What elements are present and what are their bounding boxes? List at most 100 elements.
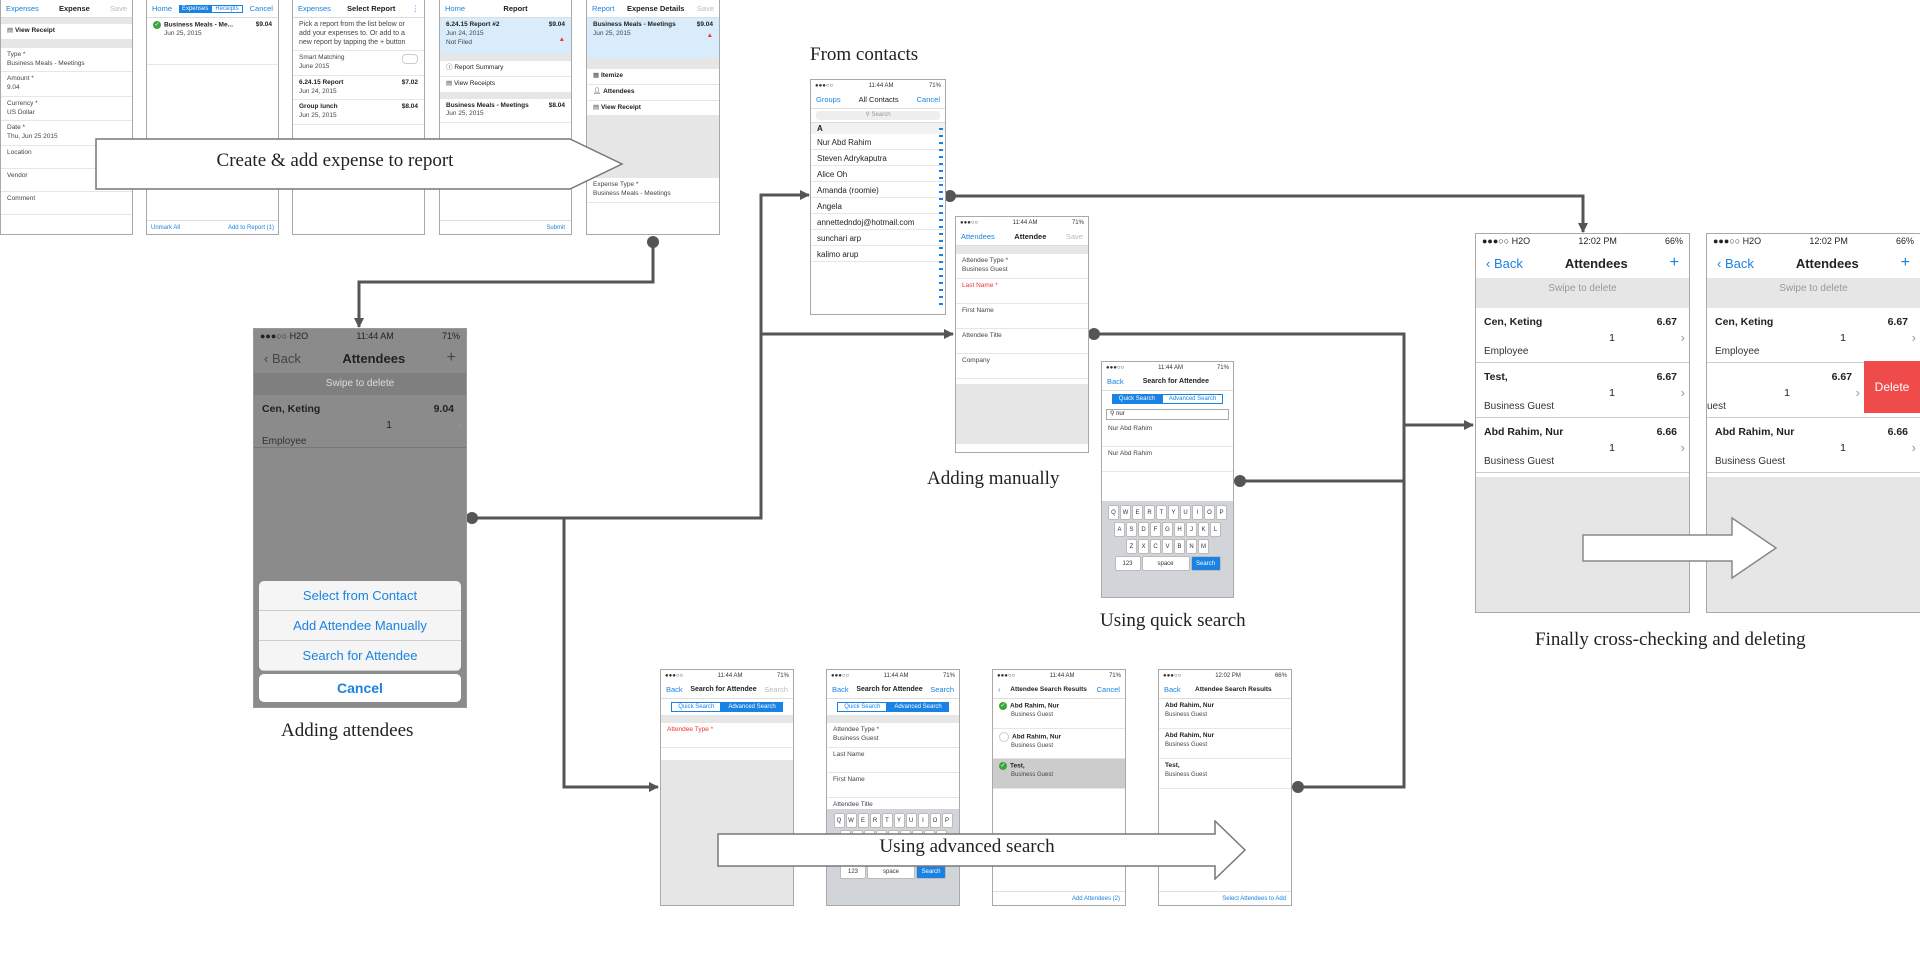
key[interactable]: T — [881, 813, 893, 828]
key[interactable]: X — [1138, 539, 1149, 554]
key[interactable]: Q — [1108, 505, 1119, 520]
more-icon[interactable]: ⋮ — [411, 4, 419, 13]
add-icon[interactable]: + — [1900, 254, 1910, 271]
add-icon[interactable]: + — [446, 349, 456, 366]
back-button[interactable]: ‹ Back — [264, 350, 301, 366]
key[interactable]: T — [1156, 505, 1167, 520]
contact-row[interactable]: Amanda (roomie) — [811, 182, 945, 198]
chevron-right-icon: › — [1911, 440, 1916, 455]
caption-from-contacts: From contacts — [810, 44, 919, 65]
key[interactable]: P — [941, 813, 953, 828]
key[interactable]: A — [1114, 522, 1125, 537]
contact-row[interactable]: sunchari arp — [811, 230, 945, 246]
key[interactable]: B — [1174, 539, 1185, 554]
back-button[interactable]: ‹ Back — [1486, 255, 1523, 271]
contact-row[interactable]: Steven Adrykaputra — [811, 150, 945, 166]
chevron-right-icon: › — [1680, 440, 1685, 455]
key[interactable]: J — [1186, 522, 1197, 537]
key[interactable]: G — [1162, 522, 1173, 537]
key[interactable]: O — [929, 813, 941, 828]
contact-row[interactable]: kalimo arup — [811, 246, 945, 262]
action-button[interactable]: Search for Attendee — [259, 641, 461, 671]
action-button[interactable]: Select from Contact — [259, 581, 461, 611]
key[interactable]: W — [845, 813, 857, 828]
caption-finally: Finally cross-checking and deleting — [1535, 629, 1806, 650]
banner-advanced-search-text: Using advanced search — [879, 836, 1055, 857]
connector-manual-to-final — [1094, 332, 1406, 789]
receipt-icon: ▤ — [446, 79, 454, 87]
key[interactable]: L — [1210, 522, 1221, 537]
contact-row[interactable]: Alice Oh — [811, 166, 945, 182]
caption-adding-manually: Adding manually — [927, 468, 1060, 489]
key[interactable]: N — [1186, 539, 1197, 554]
key[interactable]: U — [1180, 505, 1191, 520]
key[interactable]: Q — [833, 813, 845, 828]
caption-quick-search: Using quick search — [1100, 610, 1246, 631]
add-icon[interactable]: + — [1669, 254, 1679, 271]
back-button[interactable]: ‹ Back — [1717, 255, 1754, 271]
key[interactable]: C — [1150, 539, 1161, 554]
delete-button[interactable]: Delete — [1864, 361, 1920, 413]
key[interactable]: I — [917, 813, 929, 828]
result-row[interactable]: ✓Test,Business Guest — [993, 759, 1125, 789]
key[interactable]: F — [1150, 522, 1161, 537]
banner-create-add — [95, 138, 624, 190]
key[interactable]: O — [1204, 505, 1215, 520]
connector-to-advanced — [562, 518, 659, 792]
receipt-icon: ▤ — [593, 103, 601, 111]
key[interactable]: K — [1198, 522, 1209, 537]
connector-details-to-attendees — [354, 242, 655, 328]
key[interactable]: E — [857, 813, 869, 828]
quick-search-input[interactable]: ⚲ nur — [1106, 409, 1229, 420]
chevron-right-icon: › — [1855, 385, 1860, 400]
itemize-icon: ▦ — [593, 72, 601, 79]
key[interactable]: H — [1174, 522, 1185, 537]
key[interactable]: Y — [1168, 505, 1179, 520]
banner-next-arrow — [1582, 517, 1778, 579]
key[interactable]: R — [1144, 505, 1155, 520]
key[interactable]: V — [1162, 539, 1173, 554]
result-row[interactable]: Test,Business Guest — [1159, 759, 1291, 789]
contact-row[interactable]: Nur Abd Rahim — [811, 134, 945, 150]
key[interactable]: I — [1192, 505, 1203, 520]
list-item[interactable]: ✓Business Meals - Me... $9.04 Jun 25, 20… — [147, 18, 278, 65]
key[interactable]: Z — [1126, 539, 1137, 554]
key[interactable]: W — [1120, 505, 1131, 520]
key[interactable]: E — [1132, 505, 1143, 520]
expense-back[interactable]: Expenses — [6, 4, 39, 13]
key[interactable]: Y — [893, 813, 905, 828]
contact-row[interactable]: annettedndoj@hotmail.com — [811, 214, 945, 230]
warning-icon: ▲ — [558, 36, 565, 43]
contact-row[interactable]: Angela — [811, 198, 945, 214]
back-chevron-icon[interactable]: ‹ — [998, 685, 1001, 694]
info-icon: ⓘ — [446, 64, 455, 71]
key[interactable]: M — [1198, 539, 1209, 554]
view-receipt-row[interactable]: ▤ View Receipt — [1, 24, 132, 40]
chevron-right-icon: › — [1680, 330, 1685, 345]
index-scrubber[interactable] — [939, 128, 943, 308]
key[interactable]: P — [1216, 505, 1227, 520]
chevron-right-icon: › — [1680, 385, 1685, 400]
key[interactable]: D — [1138, 522, 1149, 537]
key[interactable]: U — [905, 813, 917, 828]
contacts-search-input[interactable]: ⚲ Search — [816, 111, 940, 120]
key[interactable]: S — [1126, 522, 1137, 537]
cancel-button[interactable]: Cancel — [259, 674, 461, 702]
attendee-row[interactable]: Cen, Keting 9.04 1 › — [254, 395, 466, 448]
action-button[interactable]: Add Attendee Manually — [259, 611, 461, 641]
key[interactable]: R — [869, 813, 881, 828]
smart-matching-toggle[interactable] — [402, 54, 418, 65]
